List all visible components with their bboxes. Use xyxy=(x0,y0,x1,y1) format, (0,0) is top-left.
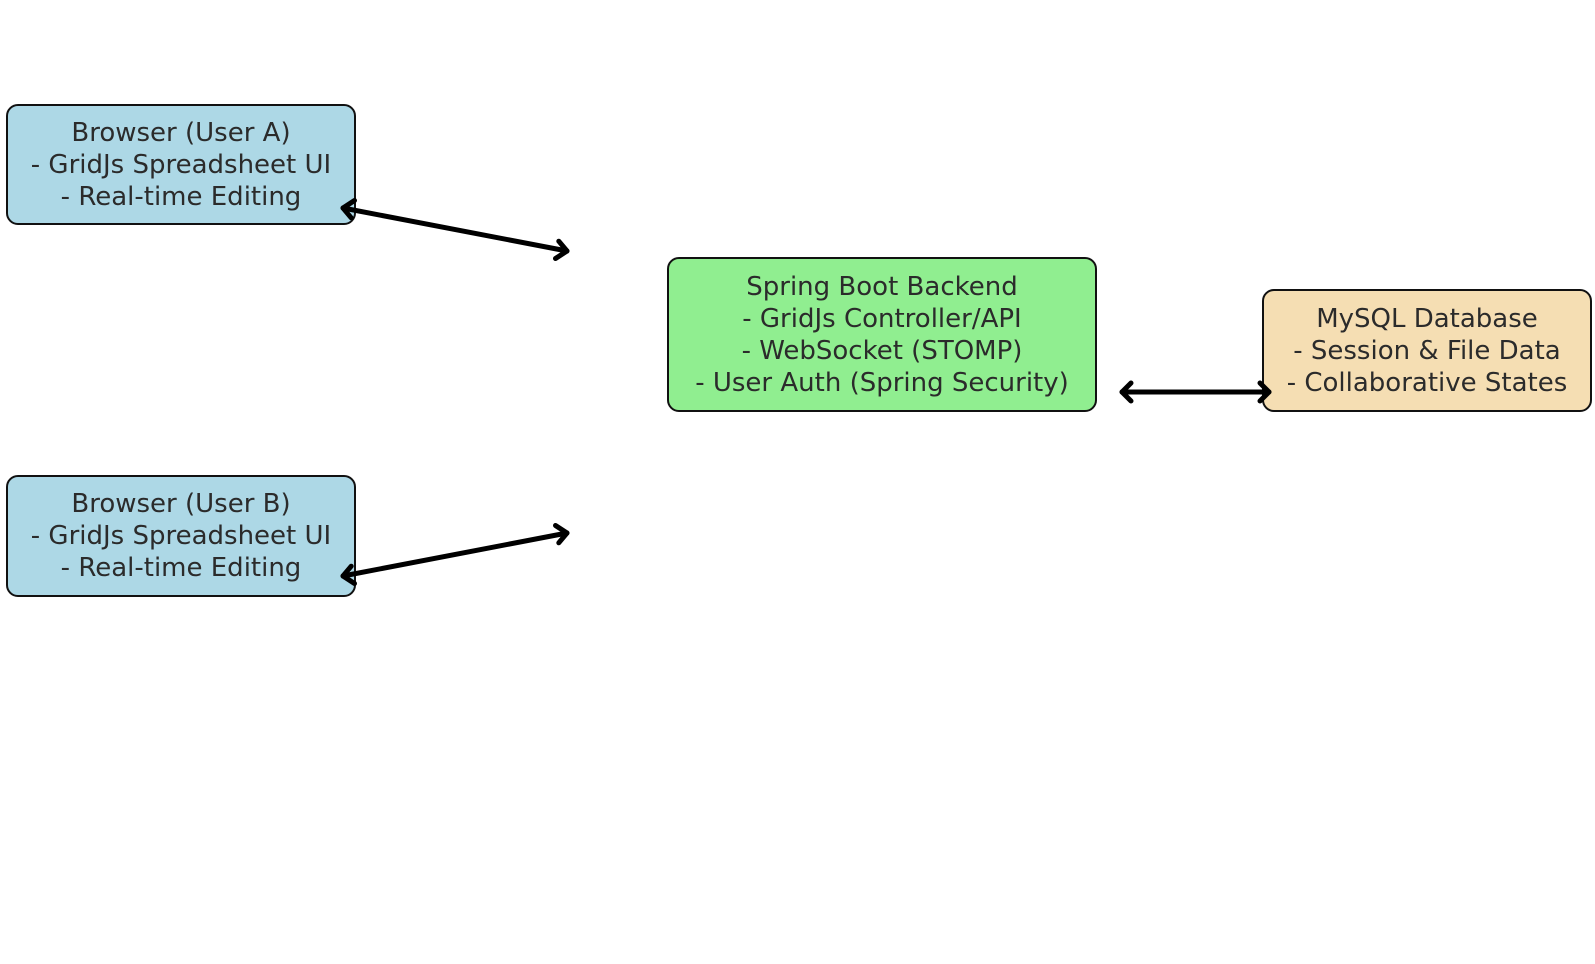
backend-line-1: - GridJs Controller/API xyxy=(742,303,1022,334)
edge-browser-b-backend xyxy=(340,523,570,586)
spring-boot-backend-node: Spring Boot Backend - GridJs Controller/… xyxy=(667,257,1097,412)
edge-backend-database xyxy=(1119,380,1272,404)
database-line-1: - Session & File Data xyxy=(1293,335,1561,366)
edge-browser-a-backend xyxy=(340,198,570,261)
browser-user-b-line-1: - GridJs Spreadsheet UI xyxy=(30,521,332,551)
browser-user-b-line-2: - Real-time Editing xyxy=(60,553,302,583)
backend-line-3: - User Auth (Spring Security) xyxy=(695,367,1069,398)
arrowhead-backend-side xyxy=(1119,380,1134,404)
browser-user-b-node: Browser (User B) - GridJs Spreadsheet UI… xyxy=(6,475,356,597)
browser-user-a-title: Browser (User A) xyxy=(71,117,291,148)
browser-user-a-line-1: - GridJs Spreadsheet UI xyxy=(30,149,332,180)
database-title: MySQL Database xyxy=(1316,303,1538,334)
database-line-2: - Collaborative States xyxy=(1286,367,1568,398)
arrowhead-backend-end-a xyxy=(553,238,570,261)
mysql-database-node: MySQL Database - Session & File Data - C… xyxy=(1262,289,1592,412)
arrowhead-backend-end-b xyxy=(553,523,570,546)
browser-user-a-node: Browser (User A) - GridJs Spreadsheet UI… xyxy=(6,104,356,225)
backend-line-2: - WebSocket (STOMP) xyxy=(741,335,1023,366)
browser-user-a-line-2: - Real-time Editing xyxy=(60,181,302,212)
backend-title: Spring Boot Backend xyxy=(746,271,1018,302)
browser-user-b-title: Browser (User B) xyxy=(71,489,291,519)
